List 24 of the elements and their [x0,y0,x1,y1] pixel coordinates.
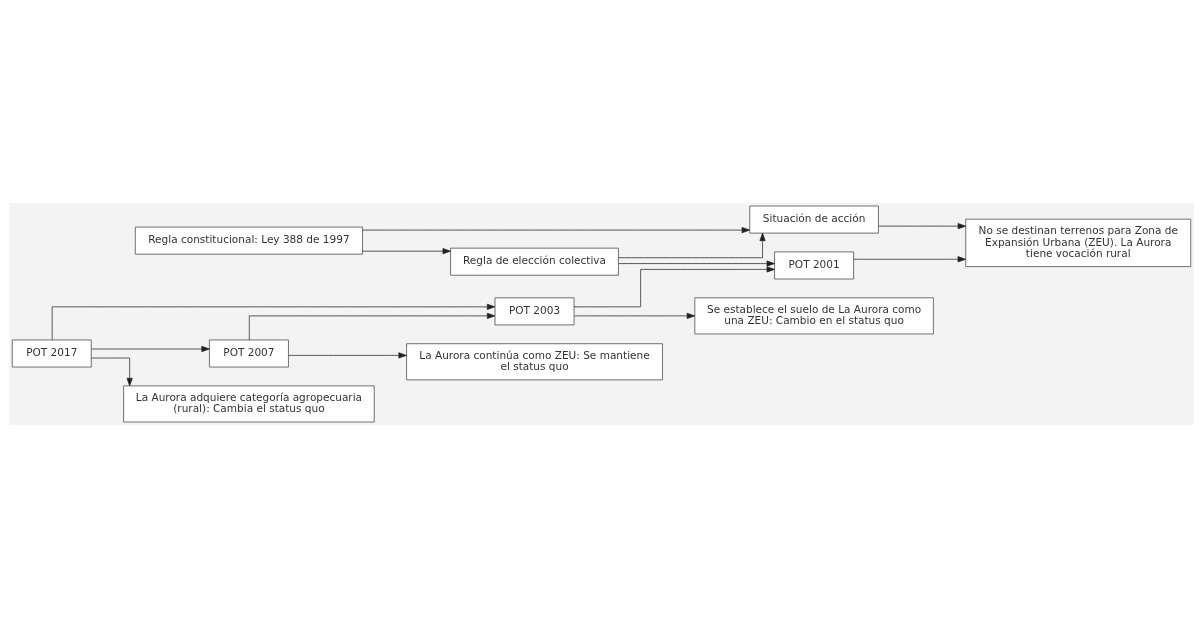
arrow [573,266,775,308]
node-box: POT 2001 [774,251,854,280]
node-box: No se destinan terrenos para Zona de Expansión Urbana (ZEU). La Aurora tiene vocación rural [965,218,1192,267]
node-box: La Aurora continúa como ZEU: Se mantiene el status quo [406,343,663,381]
arrow [91,346,210,352]
arrow [51,303,496,341]
node-box: Regla de elección colectiva [450,247,619,276]
arrow [878,223,966,230]
arrow [248,312,496,341]
node-box: POT 2017 [11,339,92,368]
arrow [362,248,451,255]
arrow [618,260,775,267]
arrow [288,352,407,359]
node-box: Regla constitucional: Ley 388 de 1997 [134,226,363,255]
node-box: Se establece el suelo de La Aurora como una ZEU: Cambio en el status quo [694,297,934,335]
arrow [362,227,750,234]
node-box: POT 2003 [494,297,575,326]
arrow [91,357,133,387]
node-box: POT 2007 [209,339,289,368]
arrow [853,256,966,263]
arrow [618,232,766,259]
node-box: La Aurora adquiere categoría agropecuaria (rural): Cambia el status quo [123,385,375,423]
arrow [573,312,695,319]
node-box: Situación de acción [749,205,879,234]
